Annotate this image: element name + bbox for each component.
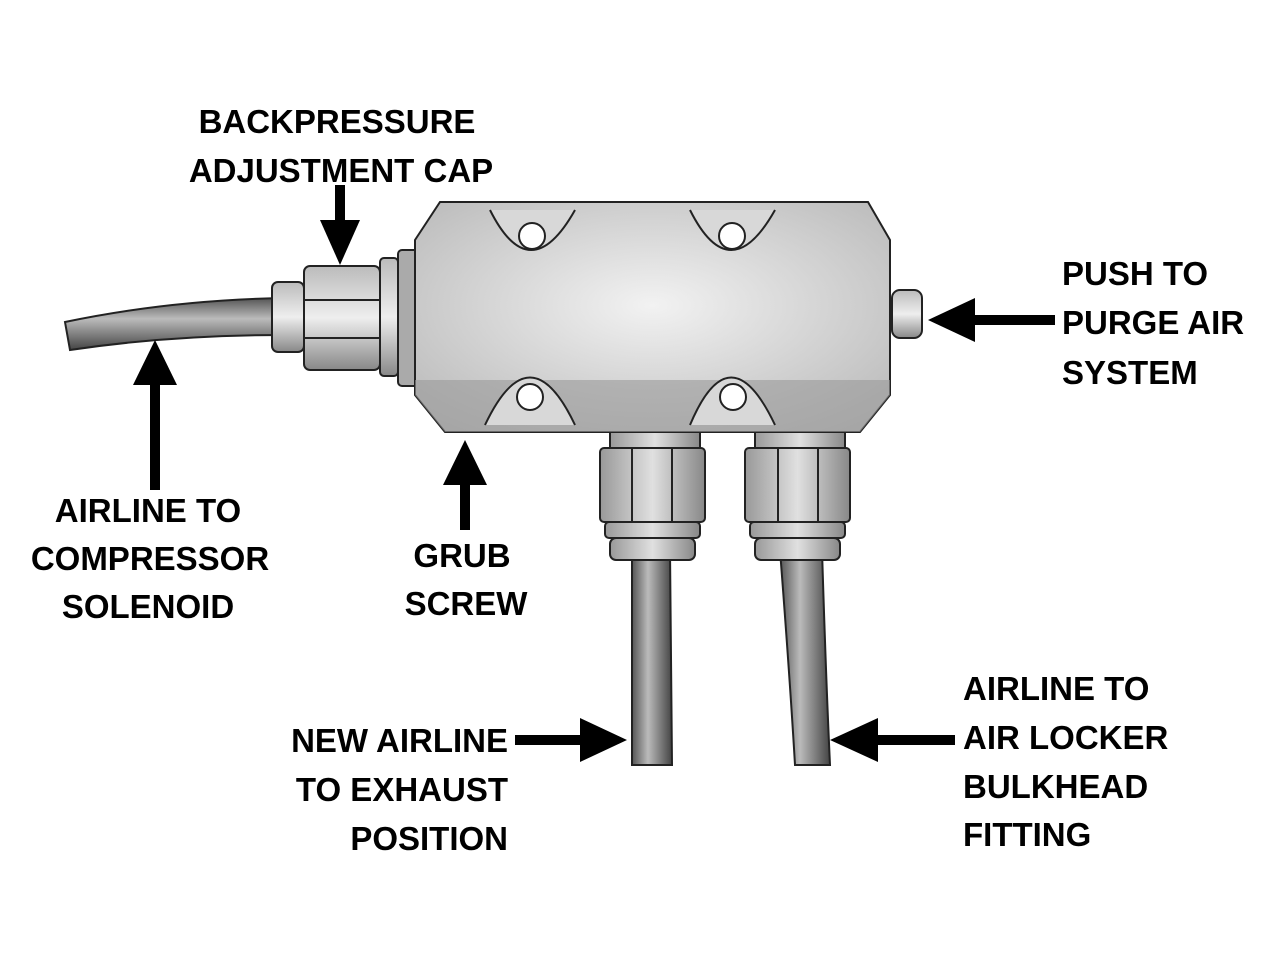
arrows	[133, 185, 1055, 762]
label-line: FITTING	[963, 816, 1091, 853]
compressor-airline-tube	[63, 296, 286, 352]
label-line: PUSH TO	[1062, 255, 1208, 292]
label-line: GRUB	[413, 537, 510, 574]
exhaust-fitting	[599, 419, 706, 561]
label-line: SOLENOID	[62, 588, 234, 625]
label-line: PURGE AIR	[1062, 304, 1244, 341]
label-line: AIRLINE TO	[963, 670, 1149, 707]
exhaust-airline-tube	[631, 549, 674, 766]
label-line: ADJUSTMENT CAP	[189, 152, 493, 189]
label-line: COMPRESSOR	[31, 540, 270, 577]
mounting-holes	[484, 209, 776, 426]
label-line: SCREW	[405, 585, 529, 622]
label-line: BULKHEAD	[963, 768, 1148, 805]
label-backpressure: BACKPRESSURE ADJUSTMENT CAP	[189, 103, 493, 189]
arrow-compressor	[133, 340, 177, 490]
label-line: TO EXHAUST	[296, 771, 508, 808]
arrow-purge	[928, 298, 1055, 342]
label-purge: PUSH TO PURGE AIR SYSTEM	[1062, 255, 1244, 391]
label-grub-screw: GRUB SCREW	[405, 537, 529, 622]
label-line: AIRLINE TO	[55, 492, 241, 529]
backpressure-adjustment-cap	[271, 249, 419, 387]
label-line: NEW AIRLINE	[291, 722, 508, 759]
arrow-backpressure	[320, 185, 360, 265]
air-locker-airline-tube	[778, 549, 832, 766]
label-air-locker: AIRLINE TO AIR LOCKER BULKHEAD FITTING	[963, 670, 1169, 853]
label-exhaust: NEW AIRLINE TO EXHAUST POSITION	[291, 722, 508, 857]
label-line: BACKPRESSURE	[199, 103, 476, 140]
label-line: POSITION	[350, 820, 508, 857]
label-compressor: AIRLINE TO COMPRESSOR SOLENOID	[31, 492, 270, 625]
label-line: SYSTEM	[1062, 354, 1198, 391]
purge-button	[891, 289, 923, 339]
label-line: AIR LOCKER	[963, 719, 1169, 756]
arrow-grub	[443, 440, 487, 530]
air-locker-fitting	[744, 419, 851, 561]
arrow-locker	[830, 718, 955, 762]
arrow-exhaust	[515, 718, 627, 762]
